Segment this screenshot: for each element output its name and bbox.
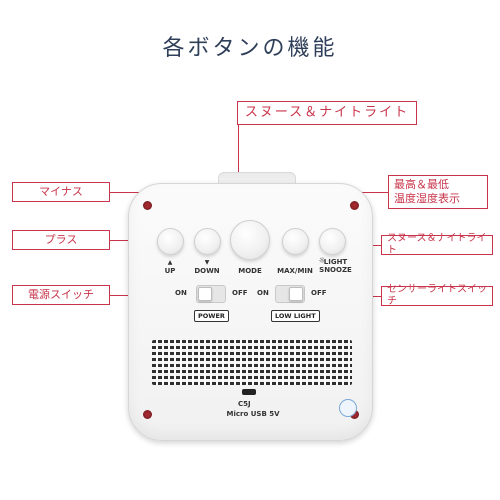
down-arrow-icon: ▼ [204,259,210,266]
low-light-tag: LOW LIGHT [271,310,320,322]
mode-button[interactable] [230,220,270,260]
mode-button-label: MODE [238,267,262,275]
up-button-label: UP [164,267,176,275]
speaker-grill [152,340,352,385]
power-switch-knob[interactable] [198,287,212,301]
light-icon: ☼ [318,256,326,265]
power-off-label: OFF [232,289,248,297]
callout-snooze-light-top: スヌース＆ナイトライト [237,101,417,125]
power-switch[interactable] [196,285,226,303]
up-button[interactable] [157,228,184,255]
callout-max-min: 最高＆最低 温度湿度表示 [388,175,488,209]
screw-hole-icon [350,201,359,210]
usb-symbol-icon: C5J [238,400,251,408]
light-snooze-button-label: LIGHT SNOOZE [319,258,352,275]
certification-seal-icon [339,399,357,417]
down-button[interactable] [194,228,221,255]
power-on-label: ON [175,289,187,297]
lowlight-on-label: ON [257,289,269,297]
callout-max-min-line1: 最高＆最低 [394,178,449,192]
down-button-label: DOWN [194,267,220,275]
lowlight-off-label: OFF [311,289,327,297]
low-light-switch-knob[interactable] [289,287,303,301]
light-snooze-button[interactable] [319,228,346,255]
usb-label: Micro USB 5V [226,410,280,418]
screw-hole-icon [143,410,152,419]
callout-snooze-light-right: スヌース＆ナイトライト [381,233,493,256]
callout-power-switch: 電源スイッチ [12,285,110,305]
screw-hole-icon [350,410,359,419]
callout-plus: プラス [12,230,110,250]
callout-minus: マイナス [12,182,110,202]
power-tag: POWER [194,310,229,322]
callout-max-min-line2: 温度湿度表示 [394,192,460,205]
page-title: 各ボタンの機能 [162,36,338,61]
low-light-switch[interactable] [275,285,305,303]
screw-hole-icon [143,201,152,210]
usb-port[interactable] [242,389,256,395]
up-arrow-icon: ▲ [167,259,173,266]
max-min-button-label: MAX/MIN [277,267,313,275]
callout-sensor-switch: センサーライトスイッチ [381,284,493,307]
max-min-button[interactable] [282,228,309,255]
